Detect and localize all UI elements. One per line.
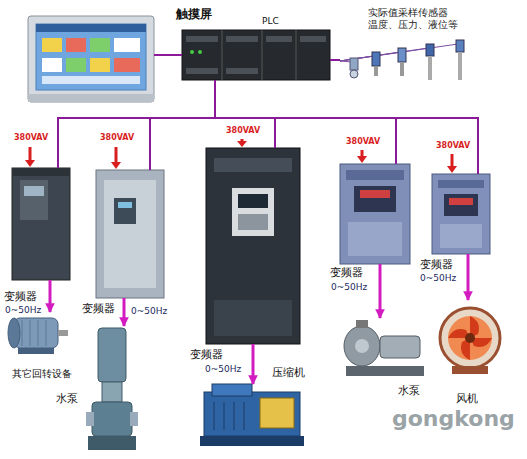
bus-line	[150, 80, 215, 170]
node-label: 水泵	[398, 384, 420, 397]
label-holder: 380VAV	[14, 133, 48, 143]
plc-unit: PLC	[182, 30, 330, 80]
edge-label-holder: 0~50Hz	[419, 273, 457, 284]
voltage-label: 380VAV	[100, 133, 134, 143]
sensor-group: 实际值采样传感器 温度、压力、液位等	[340, 40, 480, 82]
inverter: 变频器	[340, 164, 410, 264]
node-label: 变频器	[4, 290, 37, 303]
node-label: 变频器	[82, 302, 115, 315]
signal-arrow	[467, 254, 470, 300]
touch-screen: 触摸屏	[28, 16, 154, 102]
voltage-label: 380VAV	[346, 137, 380, 147]
signal-arrow	[379, 264, 382, 318]
edge-label-holder: 0~50Hz	[204, 364, 242, 375]
label-holder: 380VAV	[100, 133, 134, 143]
edge-label-holder: 0~50Hz	[330, 282, 368, 293]
node-label: 触摸屏	[176, 7, 212, 21]
bus-line	[330, 59, 340, 61]
node-label: 变频器	[330, 266, 363, 279]
motor-device: 其它回转设备	[8, 312, 68, 356]
inverter: 变频器	[432, 174, 490, 254]
node-label: 实际值采样传感器 温度、压力、液位等	[368, 7, 462, 31]
frequency-label: 0~50Hz	[130, 306, 168, 317]
bus-line	[215, 80, 275, 148]
inverter: 变频器	[206, 148, 300, 344]
edge-label-holder: 0~50Hz	[130, 306, 168, 317]
voltage-label: 380VAV	[226, 126, 260, 136]
inverter: 变频器	[12, 168, 70, 280]
bus-line	[215, 80, 396, 164]
fan-device: 风机	[442, 300, 500, 376]
frequency-label: 0~50Hz	[4, 305, 42, 316]
node-label: 水泵	[56, 392, 78, 405]
node-label: 变频器	[190, 348, 223, 361]
node-label: 压缩机	[272, 366, 305, 379]
label-holder: 380VAV	[436, 141, 470, 151]
signal-arrow	[49, 280, 52, 312]
frequency-label: 0~50Hz	[204, 364, 242, 375]
bus-line	[58, 80, 215, 168]
bus-line	[154, 54, 182, 56]
watermark: gongkong	[392, 406, 515, 432]
edge-label-holder: 0~50Hz	[4, 305, 42, 316]
frequency-label: 0~50Hz	[330, 282, 368, 293]
label-holder: gongkong	[392, 406, 515, 432]
label-holder: 380VAV	[346, 137, 380, 147]
voltage-label: 380VAV	[436, 141, 470, 151]
compressor: 压缩机	[200, 384, 304, 446]
node-label: PLC	[262, 16, 279, 27]
water-pump: 水泵	[86, 326, 138, 454]
node-label: 其它回转设备	[12, 368, 72, 380]
signal-arrow	[123, 298, 126, 326]
label-holder: 380VAV	[226, 126, 260, 136]
bus-line	[215, 80, 478, 174]
inverter: 变频器	[96, 170, 164, 298]
signal-arrow	[252, 344, 255, 384]
water-pump: 水泵	[342, 318, 426, 380]
frequency-label: 0~50Hz	[419, 273, 457, 284]
node-label: 风机	[456, 392, 478, 405]
voltage-label: 380VAV	[14, 133, 48, 143]
node-label: 变频器	[420, 258, 453, 271]
